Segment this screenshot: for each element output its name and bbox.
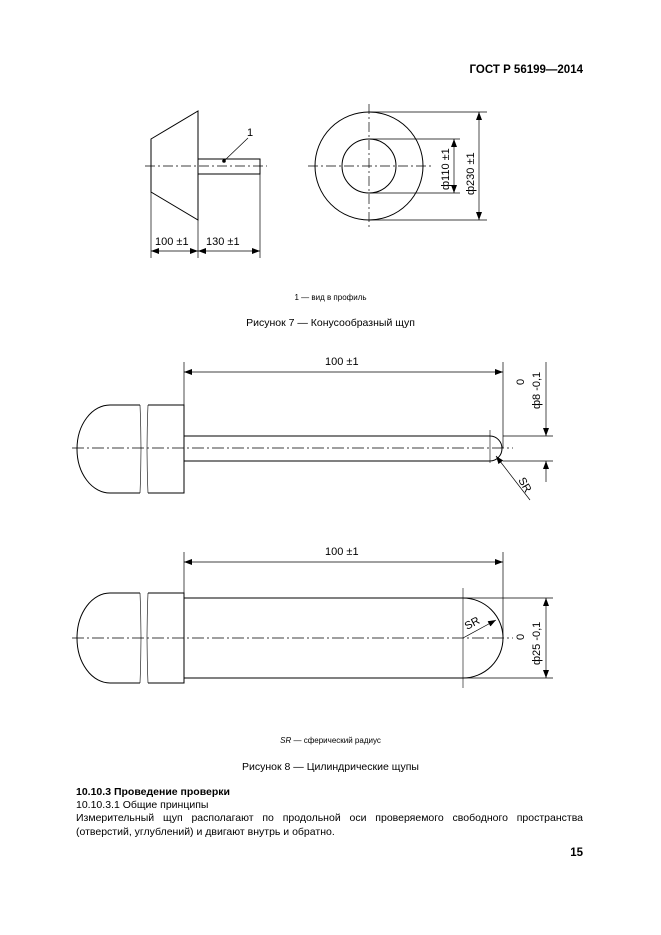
probe-a-length: 100 ±1	[325, 356, 359, 368]
probe-a-radius: SR	[515, 476, 533, 495]
figure-8-legend: SR — сферический радиус	[0, 736, 661, 745]
figure-7-side-view: 1 100 ±1 130 ±1	[145, 110, 267, 258]
body-paragraph: Измерительный щуп располагают по продоль…	[76, 812, 583, 838]
section-heading: 10.10.3 Проведение проверки	[76, 786, 230, 798]
subsection-heading: 10.10.3.1 Общие принципы	[76, 799, 209, 811]
figure-7-legend: 1 — вид в профиль	[294, 293, 367, 302]
figure-7-caption: Рисунок 7 — Конусообразный щуп	[246, 317, 415, 329]
probe-b-length: 100 ±1	[325, 546, 359, 558]
document-header: ГОСТ Р 56199—2014	[469, 64, 583, 76]
figure-7-end-view: ф110 ±1 ф230 ±1	[308, 104, 487, 228]
figure-8-caption: Рисунок 8 — Цилиндрические щупы	[242, 761, 419, 773]
page-number: 15	[570, 847, 583, 859]
dim-outer-diameter: ф230 ±1	[465, 152, 477, 195]
probe-a-diameter: ф8 -0,1	[531, 372, 543, 409]
probe-b-diameter: ф25 -0,1	[531, 622, 543, 665]
probe-a-tol: 0	[515, 379, 527, 385]
dim-cone: 100 ±1	[155, 236, 189, 248]
figure-8-probe-25mm: 100 ±1 0 ф25 -0,1 SR	[72, 546, 553, 688]
figure-8-probe-8mm: 100 ±1 0 ф8 -0,1 SR	[72, 356, 553, 501]
legend-symbol: SR	[280, 736, 292, 745]
dim-inner-diameter: ф110 ±1	[440, 148, 452, 190]
probe-b-tol: 0	[515, 634, 527, 640]
legend-text: — сферический радиус	[291, 736, 381, 745]
probe-b-radius: SR	[463, 615, 482, 633]
dim-shaft: 130 ±1	[206, 236, 240, 248]
callout-1: 1	[247, 127, 253, 139]
